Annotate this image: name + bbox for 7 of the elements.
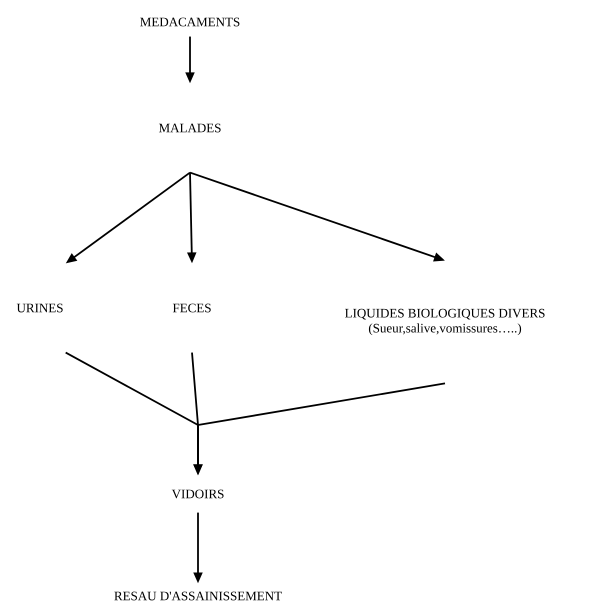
label-text: MEDACAMENTS	[140, 18, 240, 26]
label-text: RESAU D'ASSAINISSEMENT	[114, 592, 282, 600]
label-text: URINES	[16, 304, 63, 312]
label-text: VIDOIRS	[172, 490, 224, 498]
label-text: LIQUIDES BIOLOGIQUES DIVERS (Sueur,salive,vomissures…..)	[345, 308, 545, 336]
label-text: MALADES	[158, 124, 221, 132]
label-text: FECES	[172, 304, 211, 312]
